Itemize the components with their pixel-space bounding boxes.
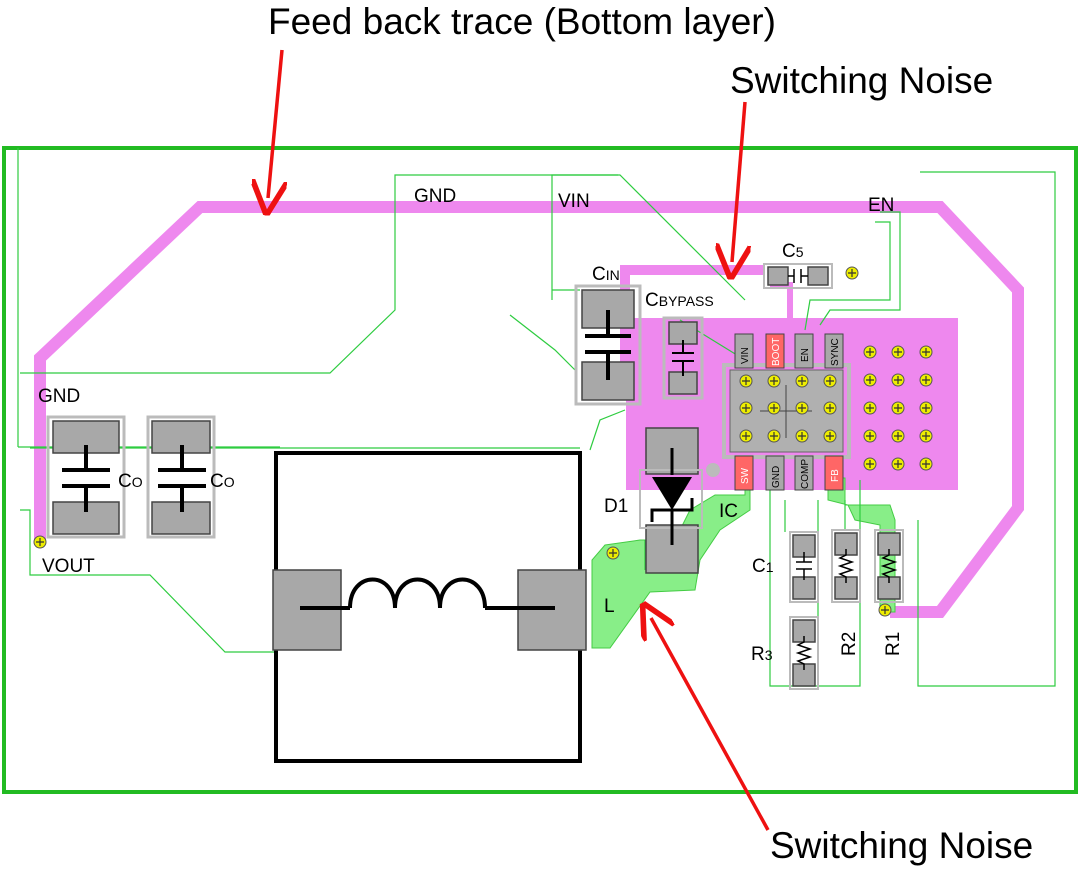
- via-cross: [894, 348, 902, 356]
- net-vout: VOUT: [42, 556, 95, 577]
- via-cross: [922, 460, 930, 468]
- resistor-r2: [831, 529, 861, 603]
- ic-pin-sw: SW: [734, 455, 754, 491]
- diode-d1: [639, 427, 703, 574]
- via-cross: [770, 377, 778, 385]
- noise-bottom-arrow: [651, 618, 770, 831]
- inductor-l: [272, 451, 587, 763]
- via-cross: [866, 460, 874, 468]
- via-cross: [609, 549, 617, 557]
- svg-text:SYNC: SYNC: [830, 338, 841, 366]
- via-cross: [798, 432, 806, 440]
- label-d1: D1: [604, 496, 628, 517]
- resistor-r3: [789, 616, 819, 690]
- label-co-1: CO: [118, 471, 143, 492]
- via-cross: [848, 269, 856, 277]
- net-vin: VIN: [558, 191, 590, 212]
- label-c1: C1: [752, 556, 774, 577]
- via-cross: [894, 460, 902, 468]
- switching-noise-bottom-label: Switching Noise: [770, 825, 1033, 866]
- ic-pin-comp: COMP: [794, 455, 814, 491]
- via-cross: [922, 348, 930, 356]
- svg-text:VIN: VIN: [740, 347, 751, 364]
- via-cross: [866, 376, 874, 384]
- capacitor-co-1: [46, 415, 126, 539]
- noise-top-arrow: [732, 101, 745, 262]
- label-l: L: [604, 596, 615, 617]
- via-cross: [742, 404, 750, 412]
- ic-pin-gnd: GND: [765, 455, 785, 491]
- board-outline: [2, 146, 1078, 794]
- via-cross: [826, 404, 834, 412]
- svg-text:BOOT: BOOT: [771, 338, 782, 366]
- feedback-arrow: [268, 49, 282, 198]
- resistor-r1: [874, 529, 904, 603]
- svg-text:EN: EN: [800, 348, 811, 362]
- capacitor-cin: [574, 284, 642, 406]
- net-gnd-top: GND: [414, 186, 456, 207]
- thin-traces: [17, 148, 1056, 687]
- via-cross: [866, 348, 874, 356]
- capacitor-c5: [763, 263, 833, 289]
- via-group: [33, 266, 933, 617]
- label-r2: R2: [839, 632, 860, 656]
- label-c5: C5: [782, 241, 804, 262]
- ic-pin-en: EN: [794, 333, 814, 369]
- feedback-trace: [34, 201, 1024, 618]
- via-cross: [894, 376, 902, 384]
- switching-noise-top-label: Switching Noise: [730, 60, 993, 101]
- svg-text:SW: SW: [740, 467, 751, 484]
- label-cin: CIN: [592, 264, 620, 285]
- capacitor-co-2: [146, 415, 216, 539]
- svg-text:GND: GND: [771, 466, 782, 488]
- via-cross: [826, 377, 834, 385]
- via-cross: [798, 404, 806, 412]
- via-cross: [742, 432, 750, 440]
- via-cross: [894, 404, 902, 412]
- label-r1: R1: [883, 632, 904, 656]
- via-cross: [866, 432, 874, 440]
- via-cross: [866, 404, 874, 412]
- ic-pin-boot: BOOT: [765, 333, 785, 369]
- via-cross: [894, 432, 902, 440]
- net-gnd-left: GND: [38, 386, 80, 407]
- label-ic: IC: [719, 501, 738, 522]
- via-cross: [922, 376, 930, 384]
- feedback-trace-label: Feed back trace (Bottom layer): [268, 1, 776, 42]
- ic-pin1-marker: [706, 463, 720, 477]
- label-co-2: CO: [210, 471, 235, 492]
- via-cross: [742, 377, 750, 385]
- svg-text:COMP: COMP: [800, 459, 811, 489]
- via-cross: [36, 538, 44, 546]
- net-en: EN: [868, 195, 894, 216]
- label-cbypass: CBYPASS: [645, 290, 714, 311]
- via-cross: [922, 432, 930, 440]
- via-cross: [798, 377, 806, 385]
- via-cross: [770, 404, 778, 412]
- capacitor-cbypass: [662, 316, 704, 400]
- ic-pin-vin: VIN: [734, 333, 754, 369]
- via-cross: [922, 404, 930, 412]
- capacitor-c1: [789, 531, 819, 603]
- ic-pin-fb: FB: [824, 455, 844, 491]
- ic-pin-sync: SYNC: [824, 333, 844, 369]
- svg-text:FB: FB: [830, 469, 841, 482]
- label-r3: R3: [751, 644, 773, 665]
- via-cross: [826, 432, 834, 440]
- via-cross: [881, 606, 889, 614]
- via-cross: [770, 432, 778, 440]
